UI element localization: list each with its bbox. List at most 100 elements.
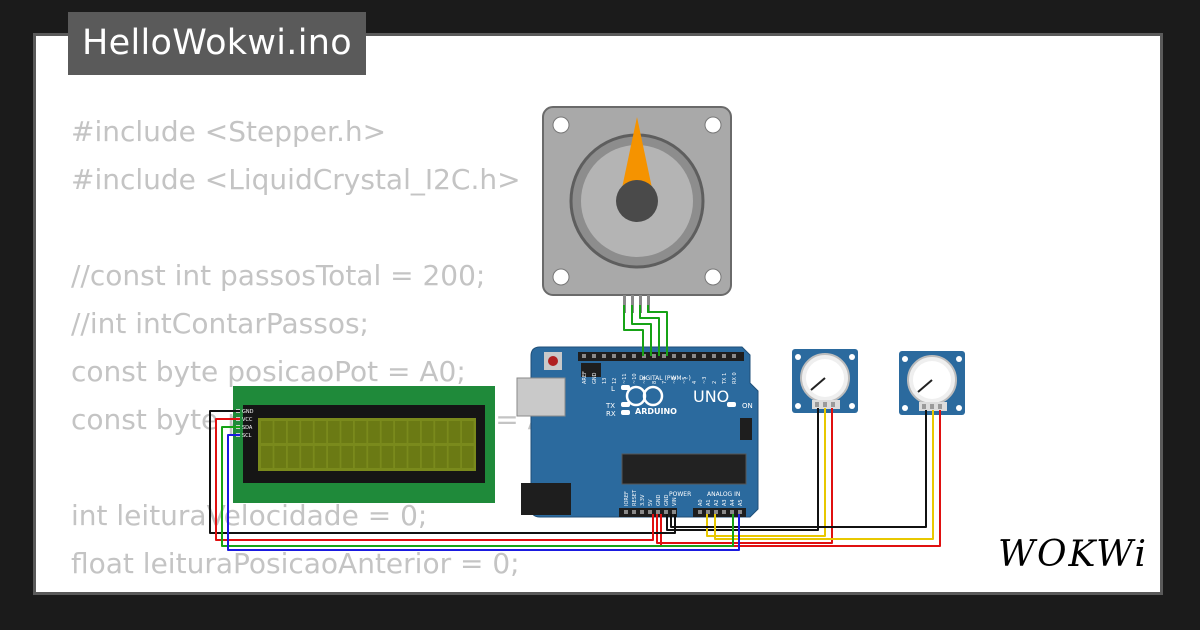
pot-pins: [922, 404, 942, 409]
code-line: int leituraVelocidade = 0;: [71, 499, 428, 532]
lcd-cell: [261, 421, 273, 443]
lcd-cell: [462, 421, 474, 443]
power-pin-label: VIN: [672, 497, 678, 506]
lcd-cell: [274, 421, 286, 443]
pin[interactable]: [738, 510, 742, 514]
lcd-cell: [341, 446, 353, 468]
icsp2-header: [740, 418, 752, 440]
lcd-cell: [328, 446, 340, 468]
analog-header: [693, 508, 746, 517]
wire-pot2-vcc: [660, 410, 941, 547]
lcd-cell: [435, 446, 447, 468]
power-jack: [521, 483, 571, 515]
microcontroller-chip: [622, 454, 746, 484]
arduino-uno[interactable]: DIGITAL (PWM ~) UNO ARDUINO ON L TX RX P…: [516, 346, 759, 518]
analog-pin-label: A4: [730, 499, 736, 506]
pot-pin[interactable]: [922, 404, 926, 409]
digital-pin-label: 4: [692, 381, 698, 384]
pot-pin[interactable]: [823, 402, 827, 407]
wire-pot1-gnd: [666, 408, 819, 531]
pot-pin[interactable]: [831, 402, 835, 407]
code-preview: #include <Stepper.h>#include <LiquidCrys…: [71, 108, 574, 592]
on-led-label: ON: [742, 402, 753, 410]
pin[interactable]: [702, 354, 706, 358]
pin[interactable]: [632, 510, 636, 514]
pin[interactable]: [714, 510, 718, 514]
tx-led-label: TX: [605, 402, 615, 410]
pin[interactable]: [722, 510, 726, 514]
analog-pin-label: A3: [722, 499, 728, 506]
rx-led-label: RX: [606, 410, 616, 418]
pin[interactable]: [664, 510, 668, 514]
digital-pin-label: ~5: [682, 377, 688, 384]
pin[interactable]: [648, 510, 652, 514]
digital-label: DIGITAL (PWM ~): [639, 375, 691, 382]
code-line: //int intContarPassos;: [71, 307, 369, 340]
lcd-cell: [328, 421, 340, 443]
l-led-label: L: [611, 385, 615, 393]
digital-pin-label: 13: [602, 378, 608, 384]
pin[interactable]: [706, 510, 710, 514]
pin[interactable]: [622, 354, 626, 358]
pin[interactable]: [722, 354, 726, 358]
pin[interactable]: [698, 510, 702, 514]
digital-pin-label: ~3: [702, 377, 708, 384]
pin[interactable]: [612, 354, 616, 358]
lcd-cell: [462, 446, 474, 468]
pin[interactable]: [582, 354, 586, 358]
wire-lcd-vcc: [215, 418, 654, 541]
wire-lcd-gnd: [209, 410, 676, 534]
wires: [209, 305, 941, 551]
motor-shaft: [616, 180, 658, 222]
wire-motor-b: [631, 305, 652, 356]
power-pin-label: 5V: [648, 499, 654, 506]
lcd-cell: [381, 446, 394, 468]
pin[interactable]: [730, 510, 734, 514]
motor-mount-hole: [704, 116, 722, 134]
potentiometer-2[interactable]: [899, 351, 965, 415]
pin[interactable]: [672, 354, 676, 358]
wire-lcd-scl: [227, 434, 740, 551]
pin[interactable]: [692, 354, 696, 358]
pin[interactable]: [652, 354, 656, 358]
lcd-cell: [381, 421, 394, 443]
potentiometer-1[interactable]: [792, 349, 858, 413]
pin[interactable]: [602, 354, 606, 358]
digital-pin-label: AREF: [582, 371, 588, 384]
pin[interactable]: [592, 354, 596, 358]
pin[interactable]: [682, 354, 686, 358]
icsp-header: [581, 363, 601, 377]
lcd-cell: [314, 446, 327, 468]
pin[interactable]: [624, 510, 628, 514]
pin[interactable]: [662, 354, 666, 358]
lcd-cell: [354, 446, 367, 468]
stepper-motor[interactable]: [542, 106, 732, 296]
pin[interactable]: [640, 510, 644, 514]
motor-mount-hole: [552, 116, 570, 134]
pin[interactable]: [712, 354, 716, 358]
pin[interactable]: [632, 354, 636, 358]
pin[interactable]: [672, 510, 676, 514]
pot-pin[interactable]: [938, 404, 942, 409]
pot-pin[interactable]: [815, 402, 819, 407]
pin[interactable]: [656, 510, 660, 514]
digital-header: [578, 352, 744, 361]
lcd-cell: [395, 421, 407, 443]
analog-pin-label: A1: [706, 499, 712, 506]
code-line: float leituraPosicaoAnterior = 0;: [71, 547, 520, 580]
wire-lcd-sda: [221, 426, 734, 547]
pot-pin[interactable]: [930, 404, 934, 409]
analog-pin-label: A2: [714, 499, 720, 506]
pin[interactable]: [732, 354, 736, 358]
lcd-cell: [408, 421, 420, 443]
digital-pin-label: 8: [652, 381, 658, 384]
wire-motor-a: [623, 305, 644, 356]
tx-led: [621, 402, 630, 407]
code-line: const byte posicaoPot = A0;: [71, 355, 466, 388]
digital-pin-label: ~9: [642, 377, 648, 384]
lcd-pin-label: GND: [242, 409, 254, 415]
